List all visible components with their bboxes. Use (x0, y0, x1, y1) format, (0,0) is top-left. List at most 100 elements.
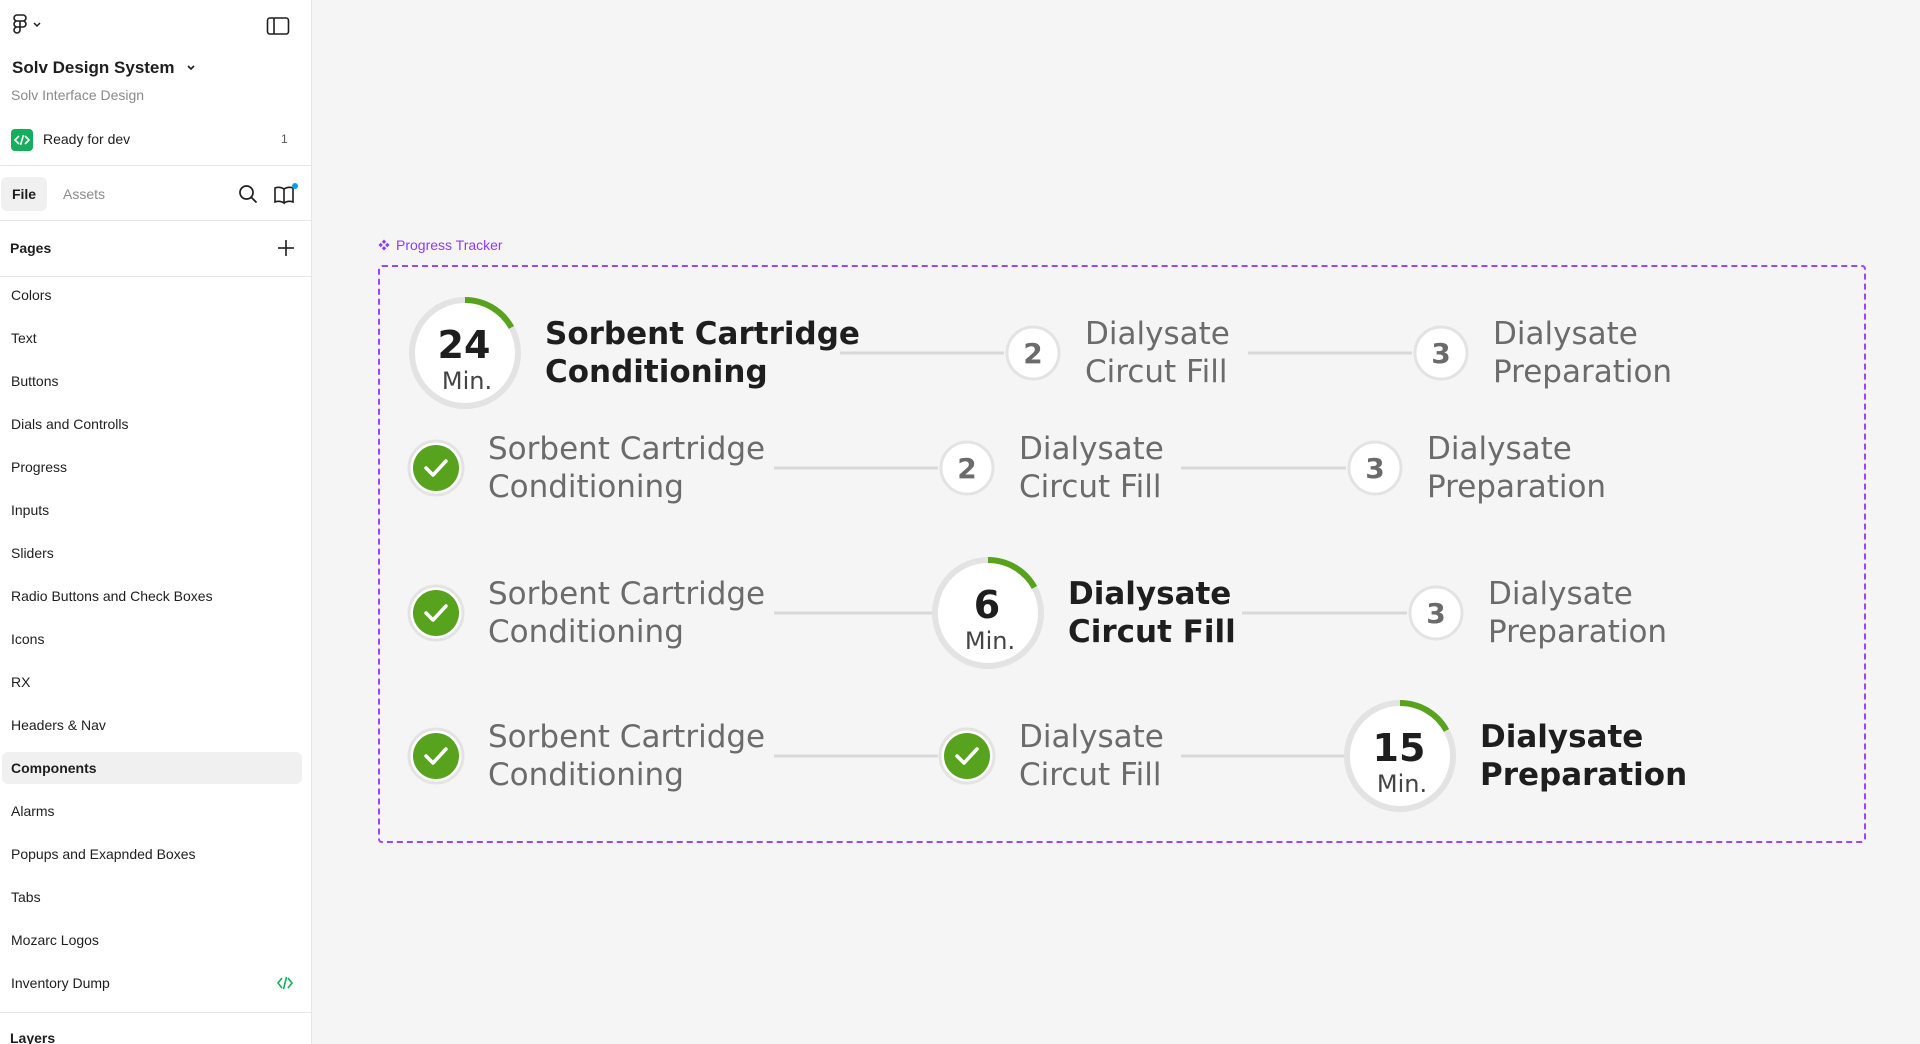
timer-value: 6 (974, 583, 1000, 627)
page-label: Alarms (11, 803, 55, 819)
step-ring (1408, 585, 1464, 641)
step-number: 2 (1023, 337, 1042, 370)
progress-arc (1399, 700, 1450, 733)
step-title-line2: Preparation (1488, 614, 1667, 650)
figma-menu-button[interactable] (12, 14, 46, 36)
page-label: RX (11, 674, 31, 690)
page-label: Headers & Nav (11, 717, 106, 733)
file-title-button[interactable]: Solv Design System (12, 58, 197, 78)
page-label: Dials and Controlls (11, 416, 129, 432)
ready-for-dev-row[interactable]: Ready for dev 1 (0, 124, 311, 156)
step-title-line1: Dialysate (1019, 431, 1164, 467)
step-title-line1: Dialysate (1488, 576, 1633, 612)
step-title-line2: Conditioning (488, 757, 684, 793)
sidebar-page-item[interactable]: Headers & Nav (2, 709, 302, 741)
pages-header: Pages (10, 240, 52, 256)
progress-arc (987, 557, 1038, 590)
sidebar-topbar (0, 0, 311, 50)
sidebar-page-item[interactable]: Buttons (2, 365, 302, 397)
step-title-line1: Sorbent Cartridge (488, 431, 765, 467)
step-title-line2: Preparation (1480, 757, 1687, 793)
component-icon (378, 239, 390, 251)
sidebar-page-item[interactable]: Popups and Exapnded Boxes (2, 838, 302, 870)
step-number: 2 (957, 452, 976, 485)
library-icon[interactable] (273, 182, 299, 206)
sidebar-page-item[interactable]: Alarms (2, 795, 302, 827)
sidebar-page-item[interactable]: RX (2, 666, 302, 698)
sidebar-page-item[interactable]: Progress (2, 451, 302, 483)
file-title: Solv Design System (12, 58, 175, 77)
checkmark-icon (424, 459, 448, 477)
timer-unit: Min. (1377, 770, 1427, 798)
step-title-line2: Circut Fill (1085, 354, 1227, 390)
component-name: Progress Tracker (396, 237, 503, 253)
page-label: Components (11, 760, 97, 776)
sidebar-page-item[interactable]: Inventory Dump (2, 967, 302, 999)
component-label[interactable]: Progress Tracker (378, 237, 503, 253)
check-circle-icon (944, 733, 990, 779)
code-icon (276, 976, 294, 990)
check-circle-icon (413, 445, 459, 491)
step-number: 3 (1426, 597, 1445, 630)
sidebar-page-item[interactable]: Components (2, 752, 302, 784)
code-icon (11, 129, 33, 151)
step-title-line1: Dialysate (1480, 719, 1643, 755)
step-number: 3 (1365, 452, 1384, 485)
divider (0, 276, 311, 277)
step-number: 3 (1431, 337, 1450, 370)
step-ring (939, 440, 995, 496)
page-label: Sliders (11, 545, 54, 561)
timer-unit: Min. (442, 367, 492, 395)
step-title-line2: Preparation (1427, 469, 1606, 505)
step-title-line1: Dialysate (1068, 576, 1231, 612)
sidebar-page-item[interactable]: Mozarc Logos (2, 924, 302, 956)
sidebar-page-item[interactable]: Radio Buttons and Check Boxes (2, 580, 302, 612)
dev-status-count: 1 (281, 132, 288, 146)
chevron-down-icon (33, 22, 41, 28)
page-label: Popups and Exapnded Boxes (11, 846, 196, 862)
step-title-line2: Conditioning (545, 354, 768, 390)
step-title-line2: Conditioning (488, 469, 684, 505)
page-label: Text (11, 330, 37, 346)
sidebar-toggle-icon[interactable] (266, 16, 290, 36)
sidebar-page-item[interactable]: Dials and Controlls (2, 408, 302, 440)
step-ring (1005, 325, 1061, 381)
plus-icon[interactable] (275, 237, 297, 259)
step-title-line2: Circut Fill (1019, 469, 1161, 505)
page-label: Icons (11, 631, 45, 647)
step-title-line2: Preparation (1493, 354, 1672, 390)
sidebar-page-item[interactable]: Text (2, 322, 302, 354)
step-title-line2: Conditioning (488, 614, 684, 650)
tab-file[interactable]: File (1, 177, 47, 211)
search-icon[interactable] (237, 183, 259, 205)
page-label: Inputs (11, 502, 50, 518)
checkmark-icon (424, 747, 448, 765)
tab-assets[interactable]: Assets (63, 186, 106, 202)
step-title-line1: Dialysate (1493, 316, 1638, 352)
timer-value: 24 (438, 323, 491, 367)
sidebar-page-item[interactable]: Tabs (2, 881, 302, 913)
sidebar-page-item[interactable]: Colors (2, 279, 302, 311)
timer-unit: Min. (965, 627, 1015, 655)
sidebar-page-item[interactable]: Sliders (2, 537, 302, 569)
step-title-line1: Sorbent Cartridge (488, 576, 765, 612)
page-label: Buttons (11, 373, 59, 389)
step-title-line1: Sorbent Cartridge (488, 719, 765, 755)
step-title-line2: Circut Fill (1068, 614, 1236, 650)
check-circle-icon (413, 590, 459, 636)
sidebar-page-item[interactable]: Inputs (2, 494, 302, 526)
sidebar-page-item[interactable]: Icons (2, 623, 302, 655)
